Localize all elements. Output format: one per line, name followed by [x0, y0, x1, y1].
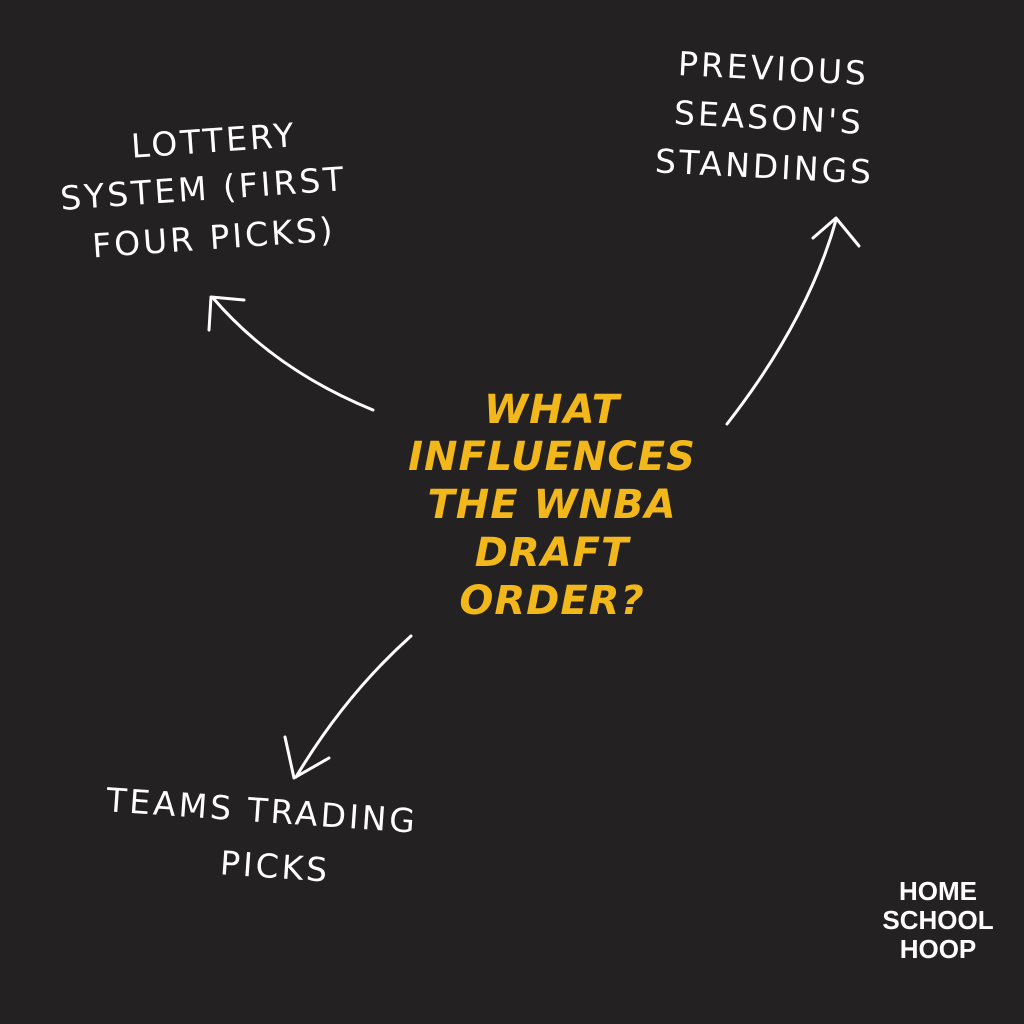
logo-line-home: HOME [899, 876, 977, 906]
arrow-to-lottery-head [207, 295, 246, 332]
arrow-to-standings [725, 216, 861, 426]
center-question-line-4: DRAFT [474, 530, 630, 576]
node-standings-line-2: SEASON'S [673, 93, 865, 142]
arrow-to-standings-head [811, 216, 861, 248]
center-question-line-2: INFLUENCES [408, 434, 696, 480]
logo-line-hoop: HOOP [899, 934, 977, 964]
center-question-line-5: ORDER? [459, 578, 645, 624]
arrow-to-trading-shaft [294, 634, 413, 779]
center-question-line-3: THE WNBA [427, 482, 677, 528]
node-trading-line-2: PICKS [218, 843, 332, 890]
logo-line-school: SCHOOL [882, 905, 994, 935]
arrow-to-trading [283, 634, 413, 780]
center-question-line-1: WHAT [483, 387, 621, 433]
arrow-to-trading-head [283, 735, 331, 780]
arrow-to-lottery-shaft [211, 296, 375, 412]
node-standings-line-1: PREVIOUS [677, 44, 870, 93]
arrow-to-standings-shaft [725, 218, 838, 426]
arrow-to-lottery [207, 295, 375, 412]
